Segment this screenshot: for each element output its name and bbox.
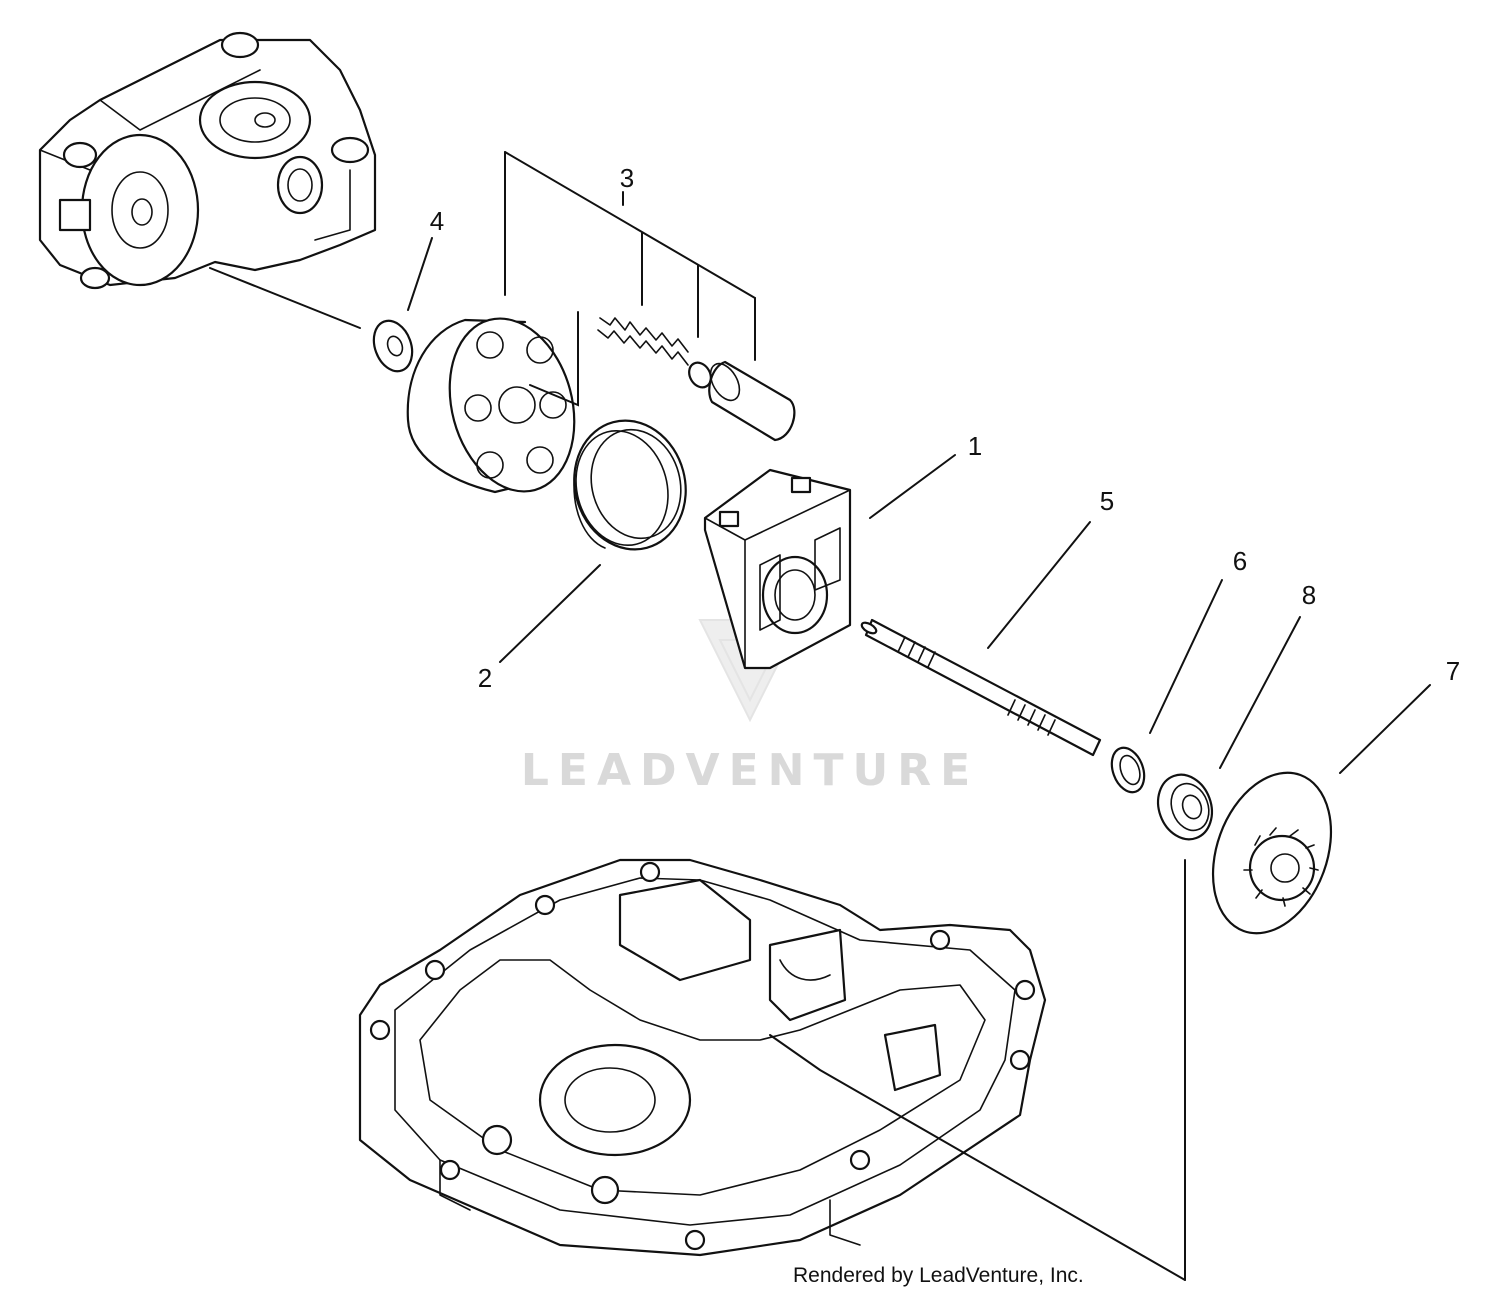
lower-housing <box>358 858 1047 1257</box>
callouts: 1 2 3 4 5 6 7 8 <box>430 163 1460 693</box>
ball-bearing <box>1156 773 1214 841</box>
input-shaft <box>860 618 1102 757</box>
callout-7: 7 <box>1446 656 1460 686</box>
center-block <box>703 468 852 670</box>
callout-4: 4 <box>430 206 444 236</box>
cylinder-block <box>406 317 576 494</box>
callout-1: 1 <box>968 431 982 461</box>
render-credit: Rendered by LeadVenture, Inc. <box>793 1264 1084 1287</box>
leader-lines <box>209 151 1431 1281</box>
upper-housing <box>38 31 377 290</box>
check-valve-kit <box>597 317 796 442</box>
callout-6: 6 <box>1233 546 1247 576</box>
callout-8: 8 <box>1302 580 1316 610</box>
bearing-ring <box>573 419 687 551</box>
thrust-washer <box>372 319 414 373</box>
callout-2: 2 <box>478 663 492 693</box>
retaining-ring <box>1110 746 1146 794</box>
watermark-text: LEADVENTURE <box>521 745 979 796</box>
callout-5: 5 <box>1100 486 1114 516</box>
callout-3: 3 <box>620 163 634 193</box>
drive-gear <box>1211 771 1333 935</box>
